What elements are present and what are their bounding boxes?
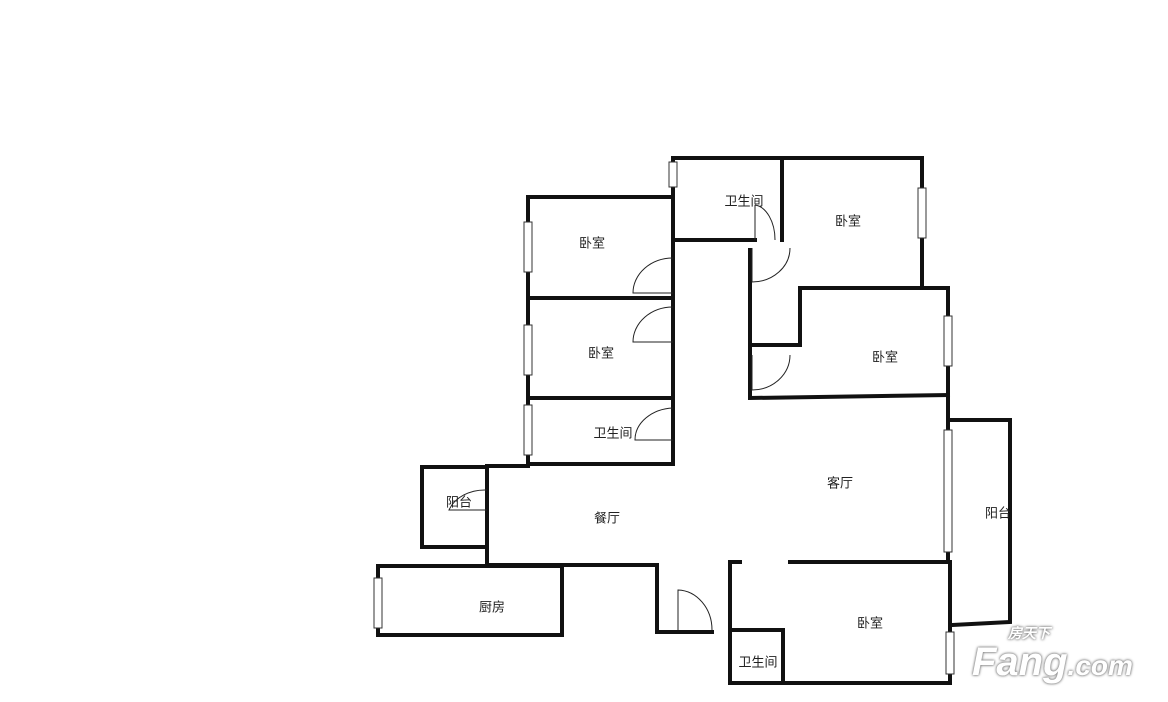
room-label-bathroom: 卫生间 xyxy=(593,426,633,442)
doors xyxy=(448,204,791,631)
room-label-dining-room: 餐厅 xyxy=(593,511,621,527)
windows xyxy=(373,161,955,675)
room-label-bedroom: 卧室 xyxy=(856,616,884,632)
room-label-balcony: 阳台 xyxy=(445,495,473,511)
room-label-bathroom: 卫生间 xyxy=(738,655,778,671)
room-label-bedroom: 卧室 xyxy=(578,236,606,252)
watermark-brand: Fang xyxy=(972,640,1068,684)
walls xyxy=(376,156,1012,685)
room-label-bedroom: 卧室 xyxy=(834,214,862,230)
room-label-balcony: 阳台 xyxy=(984,506,1012,522)
watermark-chinese: 房天下 xyxy=(1008,626,1050,642)
room-label-living-room: 客厅 xyxy=(826,476,854,492)
room-label-bedroom: 卧室 xyxy=(587,346,615,362)
room-label-bathroom: 卫生间 xyxy=(724,194,764,210)
room-label-kitchen: 厨房 xyxy=(478,600,506,616)
watermark-suffix: .com xyxy=(1067,650,1133,681)
watermark-wordmark: Fang.com xyxy=(972,642,1133,691)
room-label-bedroom: 卧室 xyxy=(871,350,899,366)
fang-watermark-logo: 房天下 Fang.com xyxy=(972,626,1133,691)
